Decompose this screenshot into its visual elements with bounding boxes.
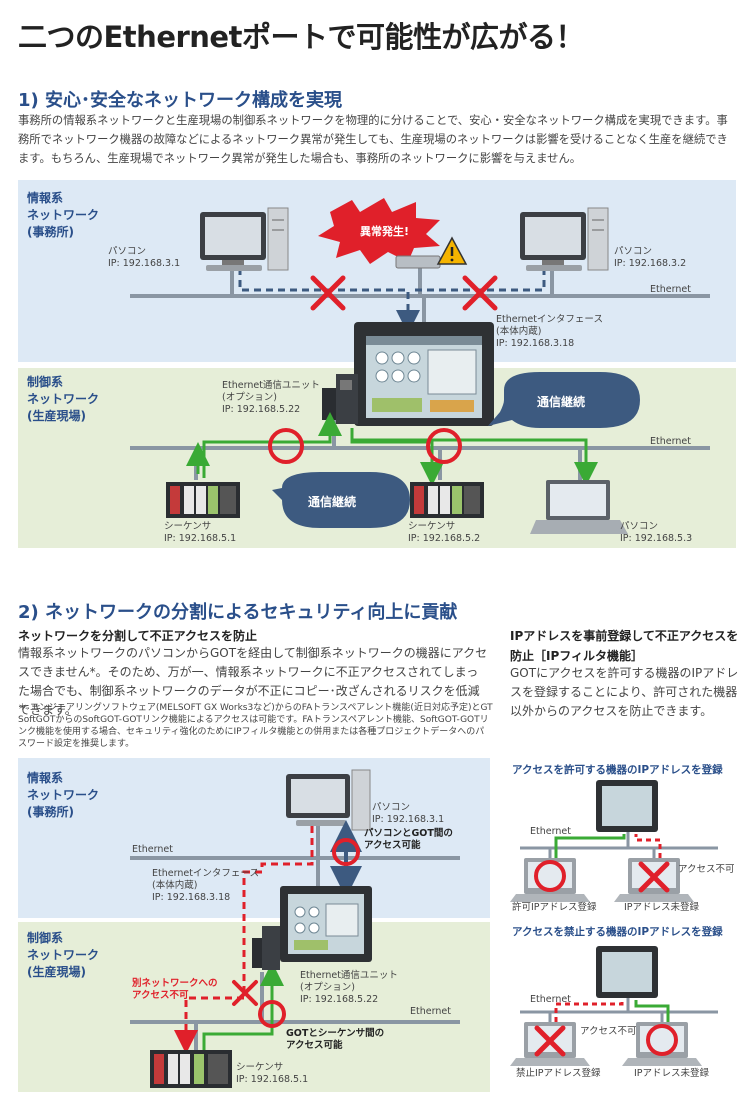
pc-icon-2 — [286, 769, 371, 831]
deny-ethernet-label: Ethernet — [530, 994, 571, 1005]
speech-bubble-right — [488, 372, 640, 428]
page-title: 二つのEthernetポートで可能性が広がる！ — [18, 20, 584, 54]
eth-if-label-2: Ethernetインタフェース(本体内蔵)IP: 192.168.3.18 — [152, 868, 259, 903]
ok-circle-right — [426, 428, 462, 464]
deny-ok-icon — [646, 1024, 678, 1056]
got-panel-icon-2 — [280, 886, 372, 962]
section2-sub-right: IPアドレスを事前登録して不正アクセスを防止［IPフィルタ機能］ — [510, 629, 739, 663]
info-network-label: 情報系ネットワーク(事務所) — [27, 191, 100, 239]
x-mark-right — [462, 275, 498, 311]
control-network-label: 制御系ネットワーク(生産現場) — [27, 375, 100, 423]
deny-reg-label: 禁止IPアドレス登録 — [516, 1068, 601, 1079]
section2-sub-left: ネットワークを分割して不正アクセスを防止 — [18, 629, 258, 643]
diagram2 — [130, 769, 718, 1088]
other-net-ng-label: 別ネットワークへのアクセス不可 — [132, 978, 218, 1001]
network-switch-icon — [395, 255, 441, 269]
deny-diagram — [510, 946, 718, 1066]
section1-heading: 1) 安心･安全なネットワーク構成を実現 — [18, 90, 343, 111]
allow-ng-label: アクセス不可 — [678, 864, 735, 875]
allow-reg-label: 許可IPアドレス登録 — [512, 902, 597, 913]
section2-note: ＊ エンジニアリングソフトウェア(MELSOFT GX Works3など)からの… — [18, 703, 493, 749]
ok-circle-left — [268, 428, 304, 464]
deny-title: アクセスを禁止する機器のIPアドレスを登録 — [512, 926, 723, 938]
allow-unreg-label: IPアドレス未登録 — [624, 902, 700, 913]
section2-heading: 2) ネットワークの分割によるセキュリティ向上に貢献 — [18, 602, 458, 623]
info-network-label-2: 情報系ネットワーク(事務所) — [27, 771, 100, 819]
ethernet-unit-icon — [322, 374, 358, 424]
diagram1 — [130, 198, 710, 534]
allow-ok-icon — [534, 860, 566, 892]
got-panel-icon — [354, 322, 494, 426]
deny-ng-label: アクセス不可 — [580, 1026, 637, 1037]
allow-diagram — [510, 780, 718, 902]
section2-body-right: GOTにアクセスを許可する機器のIPアドレスを登録することにより、許可された機器… — [510, 666, 739, 718]
got-seq-ok-label: GOTとシーケンサ間のアクセス可能 — [286, 1028, 385, 1051]
alert-label: 異常発生! — [360, 225, 410, 238]
allow-title: アクセスを許可する機器のIPアドレスを登録 — [512, 764, 723, 776]
bubble-right-label: 通信継続 — [537, 395, 586, 409]
eth-unit-label-2: Ethernet通信ユニット(オプション)IP: 192.168.5.22 — [300, 970, 398, 1005]
section2-body-left: 情報系ネットワークのパソコンからGOTを経由して制御系ネットワークの機器にアクセ… — [18, 646, 488, 717]
sequencer-2-icon — [410, 482, 484, 518]
allow-ethernet-label: Ethernet — [530, 826, 571, 837]
x-mark-left — [310, 275, 346, 311]
x-mark-2 — [232, 980, 258, 1006]
ethernet-unit-icon-2 — [252, 926, 280, 970]
pc-1-icon — [200, 207, 289, 271]
laptop-icon — [530, 480, 628, 534]
ok-circle-pc-got — [332, 838, 360, 866]
pc-2-icon — [520, 207, 609, 271]
ethernet-label-2a: Ethernet — [132, 844, 173, 855]
deny-unreg-label: IPアドレス未登録 — [634, 1068, 710, 1079]
alert-burst — [318, 198, 440, 264]
control-network-label-2: 制御系ネットワーク(生産現場) — [27, 931, 100, 979]
bubble-left-label: 通信継続 — [308, 495, 357, 509]
ethernet-label-2b: Ethernet — [410, 1006, 451, 1017]
info-network-band-2 — [18, 758, 490, 918]
sequencer-icon-2 — [150, 1050, 232, 1088]
sequencer-1-icon — [166, 482, 240, 518]
eth-unit-label: Ethernet通信ユニット(オプション)IP: 192.168.5.22 — [222, 380, 320, 415]
ethernet-label-office: Ethernet — [650, 284, 691, 295]
speech-bubble-left — [272, 472, 410, 528]
eth-if-label: Ethernetインタフェース(本体内蔵)IP: 192.168.3.18 — [496, 314, 603, 349]
ok-circle-got-seq — [258, 1000, 286, 1028]
ethernet-label-control: Ethernet — [650, 436, 691, 447]
pc-got-ok-label: パソコンとGOT間のアクセス可能 — [364, 828, 453, 851]
section1-body: 事務所の情報系ネットワークと生産現場の制御系ネットワークを物理的に分けることで、… — [18, 114, 728, 165]
